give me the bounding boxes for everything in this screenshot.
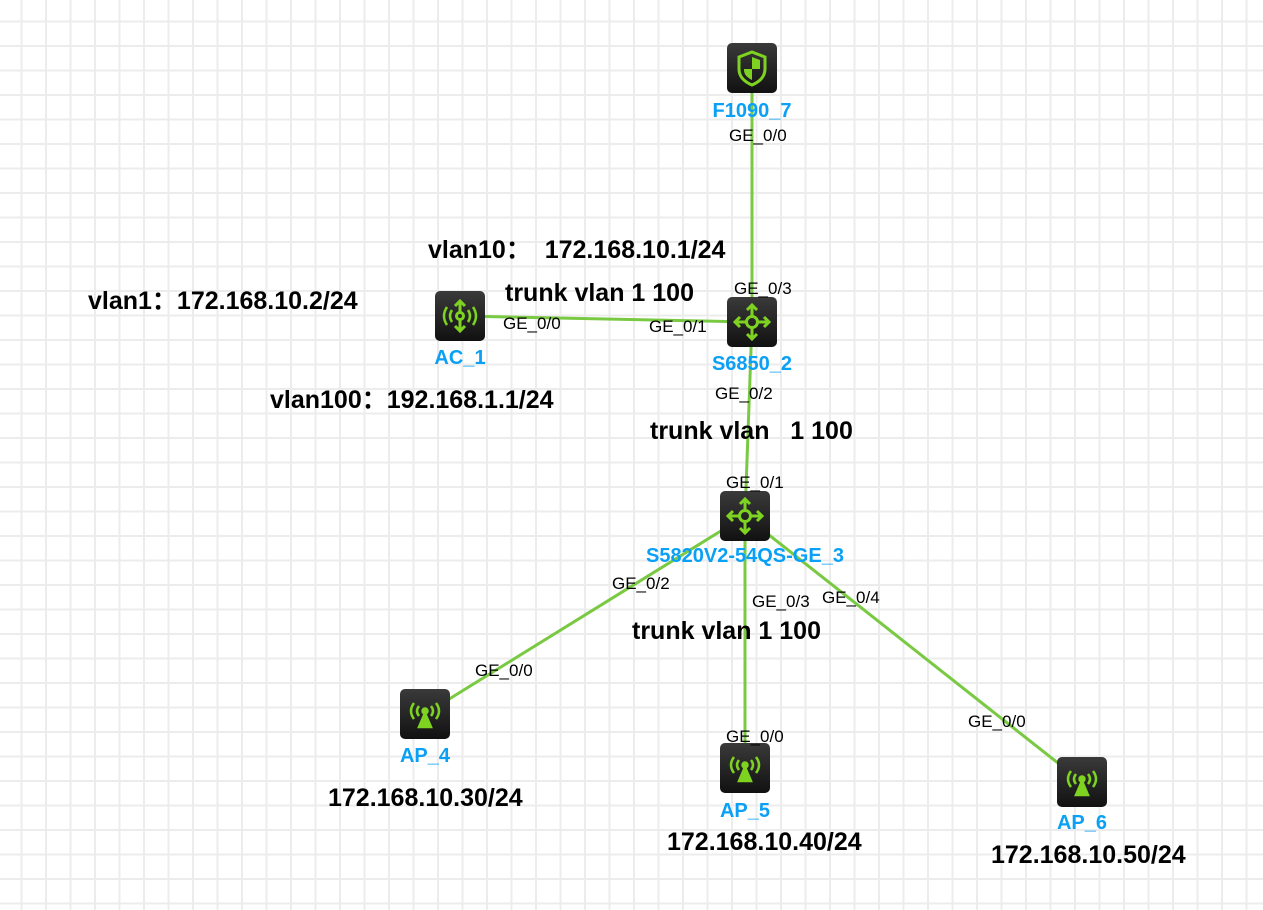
port-label: GE_0/2 [612, 574, 670, 593]
trunk-core-note: trunk vlan 1 100 [650, 417, 853, 445]
link-access-ap4[interactable] [424, 514, 746, 716]
port-label: GE_0/0 [503, 314, 561, 333]
vlan1-note: vlan1：172.168.10.2/24 [88, 287, 358, 315]
core-switch-device[interactable] [727, 297, 777, 347]
ap6-ip-note: 172.168.10.50/24 [991, 841, 1186, 869]
device-name-ap4: AP_4 [399, 745, 451, 767]
device-name-access: S5820V2-54QS-GE_3 [646, 545, 844, 567]
port-label: GE_0/3 [752, 592, 810, 611]
access-point-icon [1066, 770, 1098, 797]
ac-device[interactable] [435, 291, 485, 341]
access-point-icon [729, 756, 761, 783]
ap5-ip-note: 172.168.10.40/24 [667, 828, 862, 856]
port-label: GE_0/4 [822, 588, 880, 607]
firewall-device[interactable] [727, 43, 777, 93]
trunk-ac-note: trunk vlan 1 100 [505, 279, 694, 307]
shield-icon [737, 50, 767, 87]
ap6-device[interactable] [1057, 757, 1107, 807]
vlan10-note: vlan10： 172.168.10.1/24 [428, 236, 726, 264]
vlan100-note: vlan100：192.168.1.1/24 [270, 386, 554, 414]
device-name-core: S6850_2 [711, 353, 793, 375]
link-core-access[interactable] [743, 321, 754, 517]
device-name-ac: AC_1 [434, 347, 486, 369]
port-label: GE_0/1 [649, 317, 707, 336]
device-name-ap6: AP_6 [1056, 812, 1108, 834]
access-switch-device[interactable] [720, 491, 770, 541]
ap4-ip-note: 172.168.10.30/24 [328, 784, 523, 812]
port-label: GE_0/0 [475, 661, 533, 680]
port-label: GE_0/1 [726, 473, 784, 492]
trunk-access-note: trunk vlan 1 100 [632, 617, 821, 645]
port-label: GE_0/0 [726, 727, 784, 746]
switch-icon [732, 302, 772, 342]
port-label: GE_0/2 [715, 384, 773, 403]
switch-icon [725, 496, 765, 536]
ap5-device[interactable] [720, 743, 770, 793]
device-name-firewall: F1090_7 [712, 100, 792, 122]
port-label: GE_0/3 [734, 279, 792, 298]
access-point-icon [409, 702, 441, 729]
ap4-device[interactable] [400, 689, 450, 739]
port-label: GE_0/0 [729, 126, 787, 145]
link-access-ap6[interactable] [744, 514, 1083, 784]
link-ac-core[interactable] [459, 314, 753, 324]
wireless-controller-icon [442, 298, 478, 334]
port-label: GE_0/0 [968, 712, 1026, 731]
device-name-ap5: AP_5 [719, 800, 771, 822]
